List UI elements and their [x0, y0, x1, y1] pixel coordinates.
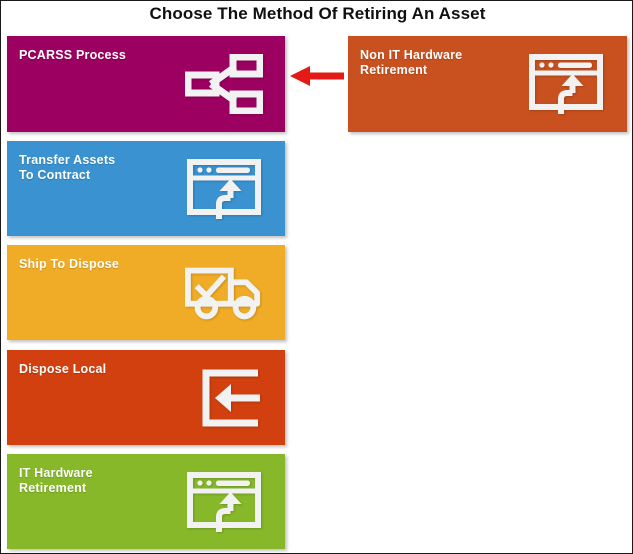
delivery-truck-check-icon: [185, 262, 263, 324]
box-left-arrow-icon: [185, 367, 263, 429]
tile-it-hardware-retirement-label: IT Hardware Retirement: [19, 466, 93, 495]
browser-window-up-arrow-icon: [185, 158, 263, 220]
tile-transfer-assets-to-contract[interactable]: Transfer Assets To Contract: [7, 141, 285, 236]
red-pointer-arrow: [290, 65, 344, 87]
tile-non-it-hardware-retirement-label: Non IT Hardware Retirement: [360, 48, 463, 77]
page-title: Choose The Method Of Retiring An Asset: [149, 4, 486, 23]
tile-pcarss-process-label: PCARSS Process: [19, 48, 127, 62]
tile-non-it-hardware-retirement[interactable]: Non IT Hardware Retirement: [348, 36, 627, 132]
tile-ship-to-dispose[interactable]: Ship To Dispose: [7, 245, 285, 340]
tile-dispose-local-label: Dispose Local: [19, 362, 107, 376]
browser-window-up-arrow-icon: [185, 471, 263, 533]
tile-pcarss-process[interactable]: PCARSS Process: [7, 36, 285, 132]
tile-transfer-assets-to-contract-label: Transfer Assets To Contract: [19, 153, 116, 182]
browser-window-up-arrow-icon: [527, 53, 605, 115]
tile-it-hardware-retirement[interactable]: IT Hardware Retirement: [7, 454, 285, 549]
tile-ship-to-dispose-label: Ship To Dispose: [19, 257, 119, 271]
tile-dispose-local[interactable]: Dispose Local: [7, 350, 285, 445]
share-network-icon: [185, 53, 263, 115]
